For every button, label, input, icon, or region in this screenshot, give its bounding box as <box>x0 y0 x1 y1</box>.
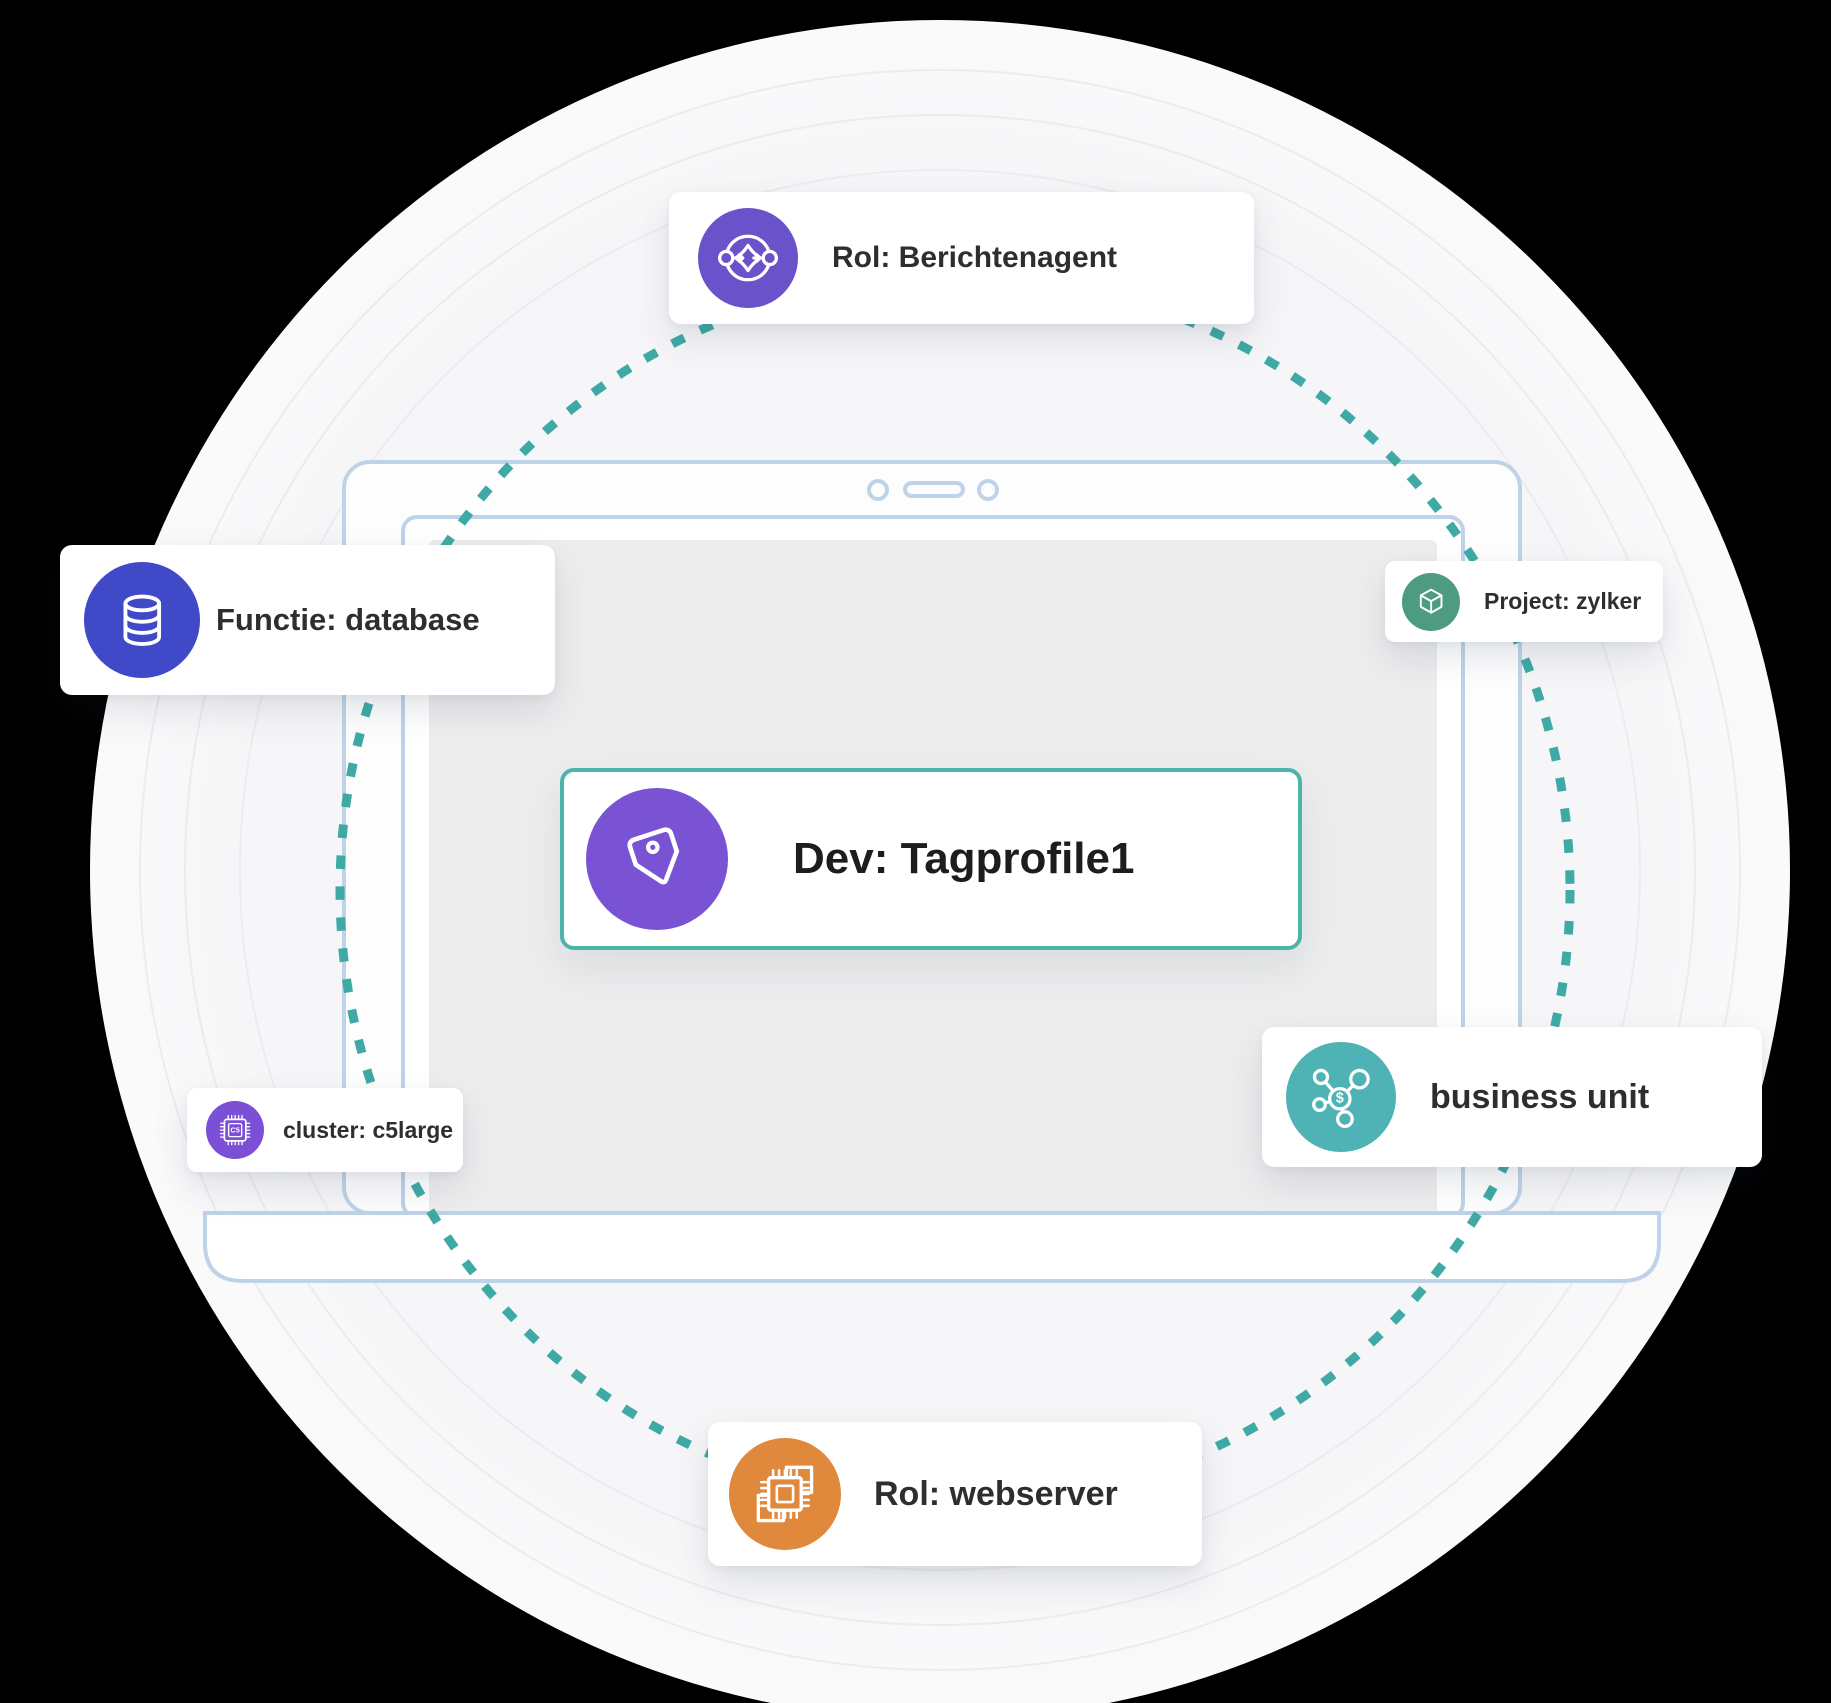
network-dollar-badge: $ <box>1286 1042 1396 1152</box>
tag-label: cluster: c5large <box>283 1116 454 1143</box>
database-badge <box>84 562 200 678</box>
decorative-arc <box>139 69 1741 1671</box>
tag-icon <box>627 827 680 885</box>
tag-card-zylker: Project: zylker <box>1385 561 1663 642</box>
tag-label: Project: zylker <box>1484 588 1642 614</box>
message-agent-badge <box>698 208 798 308</box>
chip-badge: C5 <box>206 1101 264 1159</box>
network-dollar-icon: $ <box>1311 1068 1370 1128</box>
chip-c5-icon: C5 <box>219 1114 251 1146</box>
tag-card-webserver: Rol: webserver <box>708 1422 1202 1566</box>
message-agent-icon <box>717 234 779 282</box>
tag-label: Functie: database <box>216 602 480 637</box>
tag-card-database: Functie: database <box>60 545 555 695</box>
tag-label: business unit <box>1430 1077 1650 1116</box>
decorative-arc <box>184 114 1696 1626</box>
cube-icon <box>1419 589 1443 614</box>
laptop-camera-speaker <box>867 479 999 501</box>
dollar-symbol: $ <box>1336 1090 1344 1106</box>
tag-card-business-unit: $ business unit <box>1262 1027 1762 1167</box>
chip-label: C5 <box>230 1125 239 1134</box>
database-icon <box>123 594 161 646</box>
tag-label: Dev: Tagprofile1 <box>793 834 1135 883</box>
decorative-arc <box>239 169 1641 1571</box>
tag-card-tagprofile: Dev: Tagprofile1 <box>560 768 1302 950</box>
cube-badge <box>1402 572 1460 631</box>
laptop-base <box>203 1211 1661 1283</box>
server-chip-badge <box>729 1438 841 1550</box>
tag-card-berichtenagent: Rol: Berichtenagent <box>669 192 1254 324</box>
server-chip-icon <box>756 1465 814 1523</box>
tag-label: Rol: webserver <box>874 1474 1118 1513</box>
tag-card-cluster: C5 cluster: c5large <box>187 1088 463 1172</box>
tag-label: Rol: Berichtenagent <box>832 241 1118 274</box>
tag-badge <box>586 788 728 930</box>
